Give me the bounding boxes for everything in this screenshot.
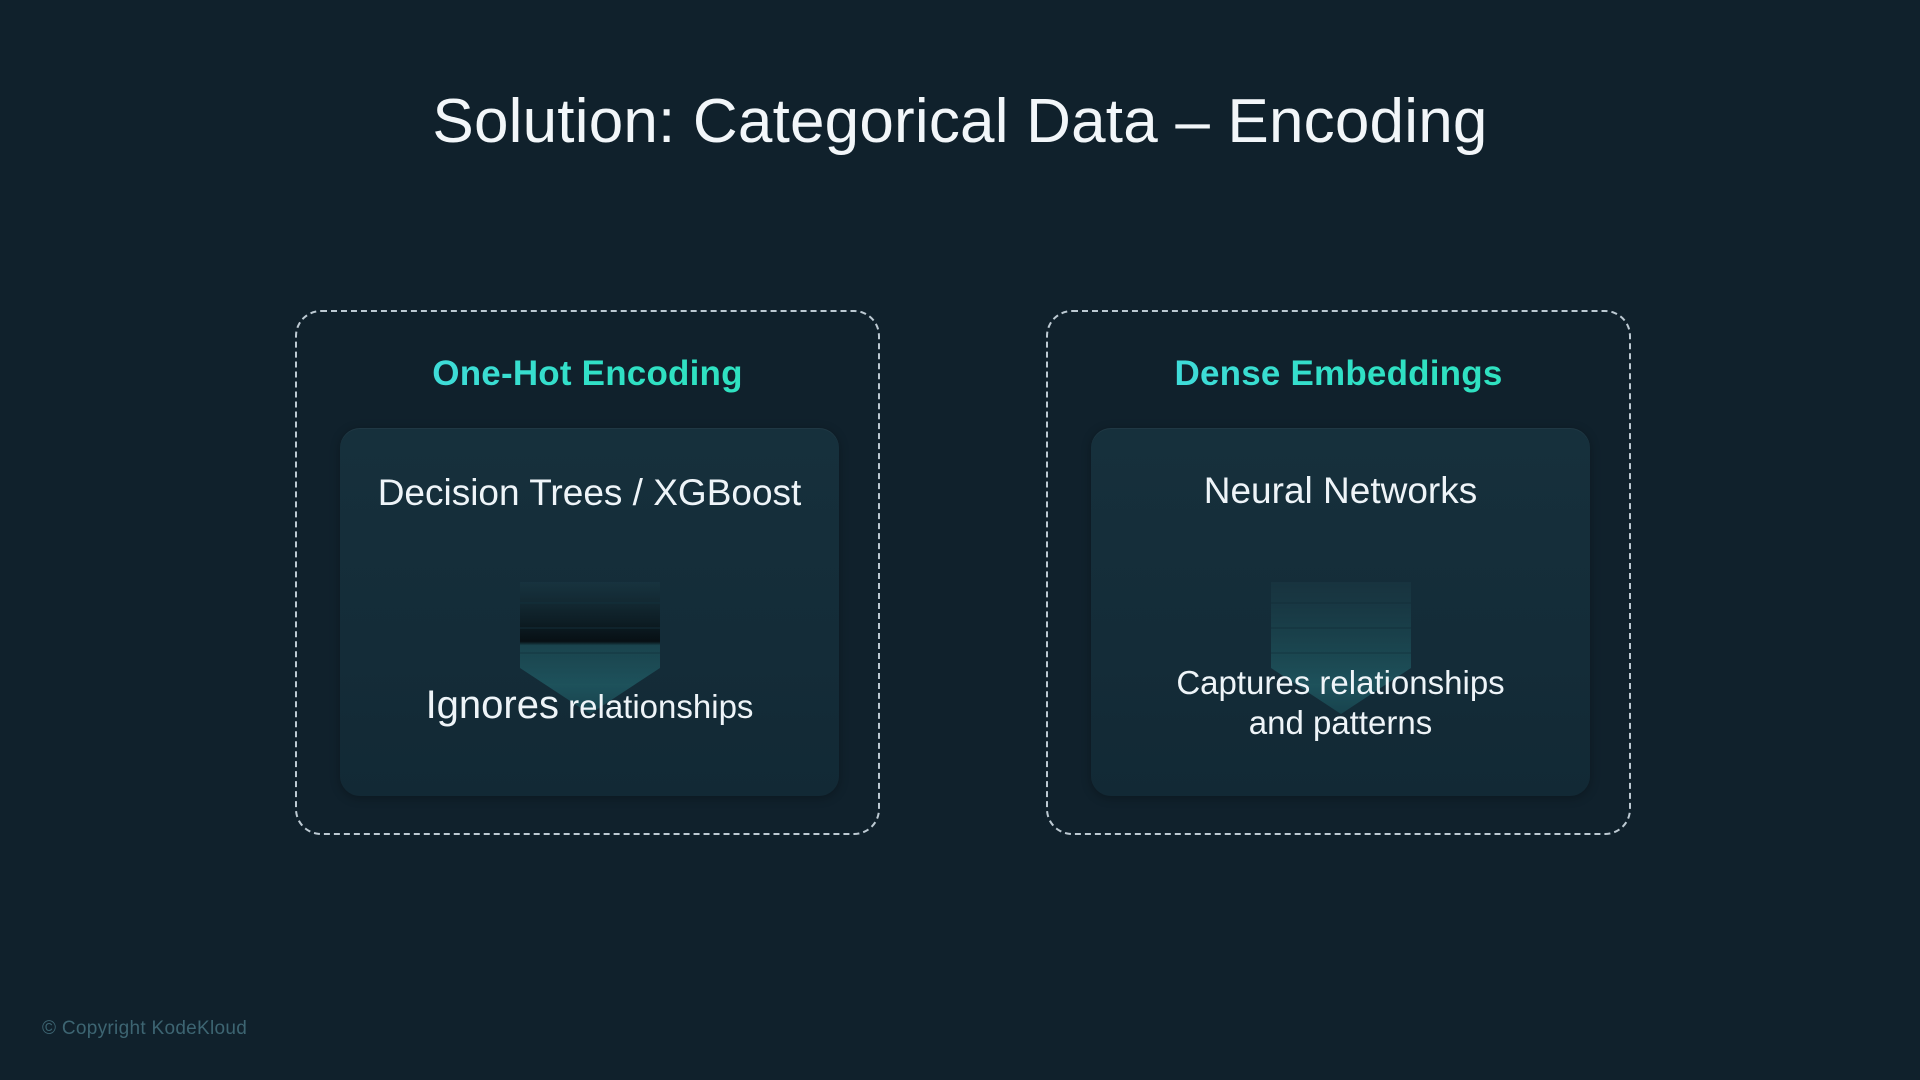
card-inner-panel-one-hot-encoding: Decision Trees / XGBoost xyxy=(340,428,839,796)
card-heading-one-hot-encoding: One-Hot Encoding xyxy=(297,354,878,394)
card-bottom-line-1-dense-embeddings: Captures relationships xyxy=(1176,663,1505,701)
footer-copyright: © Copyright KodeKloud xyxy=(42,1018,248,1039)
card-bottom-rest-one-hot-encoding: relationships xyxy=(558,687,754,725)
card-top-text-one-hot-encoding: Decision Trees / XGBoost xyxy=(377,472,802,513)
card-bottom-text-one-hot-encoding: Ignores relationships xyxy=(340,681,839,730)
card-dense-embeddings: Dense Embeddings Neural Networks xyxy=(1046,310,1631,835)
page-title: Solution: Categorical Data – Encoding xyxy=(432,87,1488,156)
card-inner-panel-dense-embeddings: Neural Networks xyxy=(1091,428,1590,796)
card-one-hot-encoding: One-Hot Encoding Decision Trees / XGBoos… xyxy=(295,310,880,835)
card-heading-dense-embeddings: Dense Embeddings xyxy=(1048,354,1629,394)
card-bottom-line-2-dense-embeddings: and patterns xyxy=(1248,704,1433,742)
card-bottom-text-dense-embeddings: Captures relationships and patterns xyxy=(1091,663,1590,744)
card-bottom-emphasis-one-hot-encoding: Ignores xyxy=(425,682,559,727)
comparison-cards-row: One-Hot Encoding Decision Trees / XGBoos… xyxy=(0,310,1920,850)
card-top-text-dense-embeddings: Neural Networks xyxy=(1203,470,1478,511)
